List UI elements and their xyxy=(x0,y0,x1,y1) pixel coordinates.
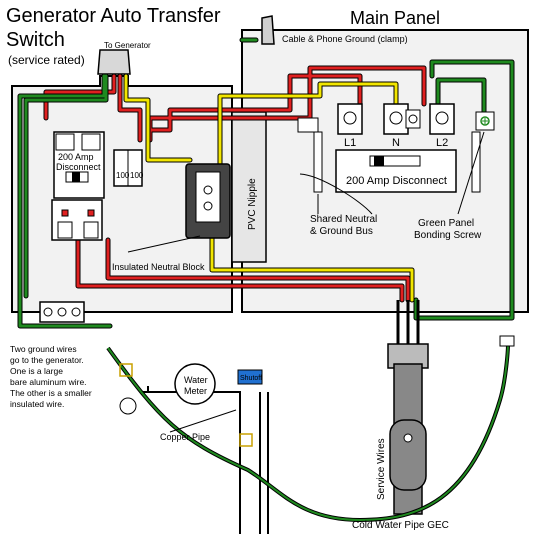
to-generator-label: To Generator xyxy=(104,41,151,50)
title-line-3: (service rated) xyxy=(8,53,85,67)
transfer-contacts xyxy=(51,199,103,241)
neutral-ground-bus xyxy=(297,117,481,193)
ground-note-3: One is a large xyxy=(10,366,63,376)
bonding-screw xyxy=(475,111,495,131)
title-line-2: Switch xyxy=(6,29,65,51)
main-disconnect-label: 200 Amp Disconnect xyxy=(346,175,447,187)
insulated-neutral-block-label: Insulated Neutral Block xyxy=(112,262,205,272)
shutoff-label: Shutoff xyxy=(240,375,262,382)
n-label: N xyxy=(392,137,400,149)
l2-label: L2 xyxy=(436,137,448,149)
transfer-disconnect xyxy=(53,131,105,199)
green-bonding-label-1: Green Panel xyxy=(418,218,474,229)
service-wires-label: Service Wires xyxy=(376,438,387,500)
breaker-100-b: 100 xyxy=(130,171,144,180)
ground-note-2: go to the generator. xyxy=(10,355,84,365)
title-line-1: Generator Auto Transfer xyxy=(6,5,221,27)
breaker-pair xyxy=(113,149,143,187)
water-meter-label-2: Meter xyxy=(184,386,207,396)
insulated-neutral-block xyxy=(185,163,231,239)
ground-note-6: insulated wire. xyxy=(10,399,64,409)
generator-terminal-block xyxy=(39,301,85,323)
transfer-disconnect-label-1: 200 Amp xyxy=(58,152,94,162)
cable-phone-ground-label: Cable & Phone Ground (clamp) xyxy=(282,34,408,44)
main-lugs xyxy=(337,103,455,135)
leader-lines xyxy=(127,131,485,433)
service-mast xyxy=(387,300,429,515)
shared-neutral-label-2: & Ground Bus xyxy=(310,226,373,237)
ground-note-1: Two ground wires xyxy=(10,344,77,354)
gec-wire-color xyxy=(107,343,509,522)
ground-note-5: The other is a smaller xyxy=(10,388,92,398)
copper-pipe-label: Copper Pipe xyxy=(160,432,210,442)
red-wires-color xyxy=(44,66,426,302)
ground-note-4: bare aluminum wire. xyxy=(10,377,87,387)
main-panel-title: Main Panel xyxy=(350,8,440,28)
transfer-disconnect-label-2: Disconnect xyxy=(56,162,101,172)
pvc-nipple xyxy=(231,111,267,263)
green-bonding-label-2: Bonding Screw xyxy=(414,230,482,241)
pipe-clamp-lower xyxy=(239,433,253,447)
shared-neutral-label-1: Shared Neutral xyxy=(310,214,377,225)
cold-water-gec-label: Cold Water Pipe GEC xyxy=(352,520,449,531)
water-meter xyxy=(119,363,263,415)
pipe-clamp-upper xyxy=(119,363,133,377)
copper-pipe xyxy=(140,386,269,534)
gec-clamp xyxy=(499,335,515,347)
main-disconnect xyxy=(335,149,457,193)
breaker-100-a: 100 xyxy=(116,171,130,180)
yellow-wires-color xyxy=(124,74,414,302)
generator-conduit xyxy=(97,49,131,75)
pvc-nipple-label: PVC Nipple xyxy=(247,178,258,230)
green-wires-color xyxy=(18,38,514,328)
water-meter-label-1: Water xyxy=(184,375,208,385)
ground-clamp xyxy=(261,15,275,45)
l1-label: L1 xyxy=(344,137,356,149)
